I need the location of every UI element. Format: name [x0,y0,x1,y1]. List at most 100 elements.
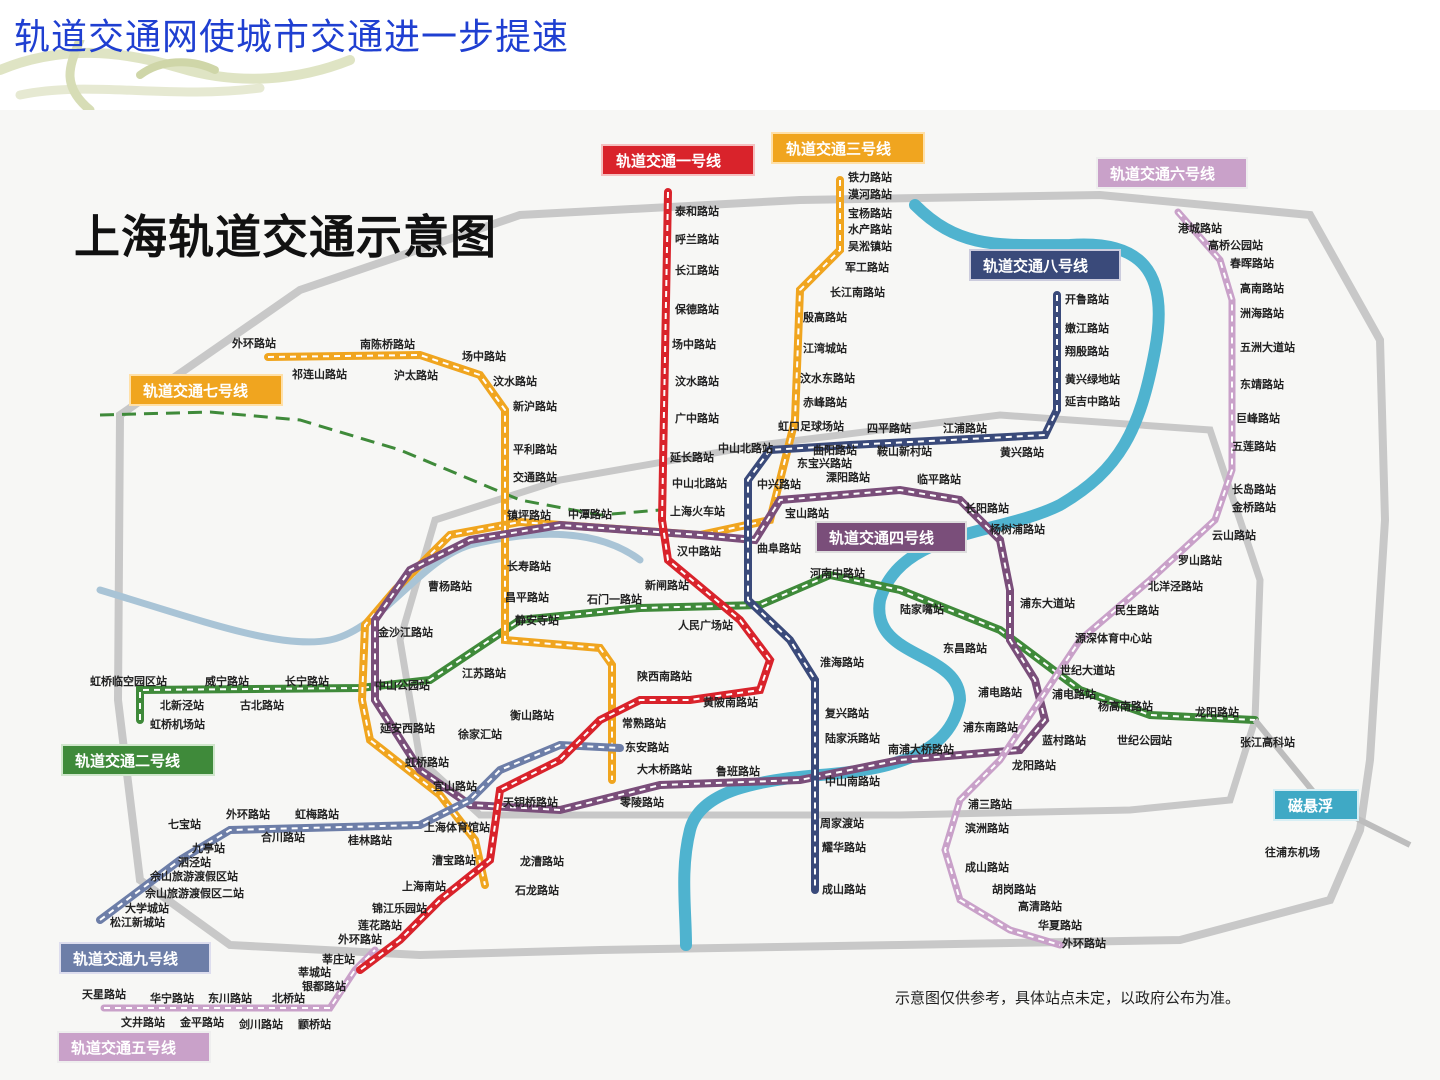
svg-text:轨道交通五号线: 轨道交通五号线 [71,1039,176,1057]
line-7-track [267,353,613,780]
station-label: 虹桥机场站 [150,717,205,731]
station-label: 北洋泾路站 [1148,579,1203,593]
station-label: 延安西路站 [379,721,435,735]
station-label: 龙阳路站 [1011,758,1056,772]
station-label: 新沪路站 [513,399,557,413]
station-label: 金沙江路站 [377,625,433,639]
station-label: 交通路站 [513,470,557,484]
station-label: 华宁路站 [150,991,194,1005]
label-maglev: 磁悬浮 [1273,789,1359,821]
label-line-2: 轨道交通二号线 [61,744,215,776]
station-label: 港城路站 [1178,221,1222,235]
station-label: 天钥桥路站 [503,795,558,809]
station-label: 龙漕路站 [519,854,564,868]
disclaimer-note: 示意图仅供参考，具体站点未定，以政府公布为准。 [895,989,1240,1007]
station-label: 漕宝路站 [432,853,476,867]
station-label: 古北路站 [240,698,284,712]
label-line-8: 轨道交通八号线 [969,249,1121,281]
station-label: 东川路站 [208,991,252,1005]
station-label: 东昌路站 [943,641,987,655]
station-label: 文井路站 [121,1015,165,1029]
station-label: 保德路站 [674,302,719,316]
station-label: 威宁路站 [205,674,249,688]
station-label: 汶水路站 [493,374,537,388]
station-label: 东安路站 [625,740,669,754]
station-label: 军工路站 [845,260,889,274]
station-label: 成山路站 [822,882,866,896]
station-label: 虹桥路站 [405,755,449,769]
line-9-track [99,743,621,921]
station-label: 虹口足球场站 [778,419,844,433]
station-label: 长江南路站 [830,285,885,299]
line-1-track [359,191,772,971]
station-label: 常熟路站 [622,716,666,730]
station-label: 世纪公园站 [1117,733,1172,747]
station-label: 金桥路站 [1231,500,1276,514]
station-label: 浦电路站 [978,685,1022,699]
station-label: 长寿路站 [507,559,551,573]
map-title: 上海轨道交通示意图 [74,210,497,264]
station-label: 虹梅路站 [295,807,339,821]
station-label: 上海体育馆站 [424,820,490,834]
station-label: 陕西南路站 [637,669,692,683]
station-label: 浦三路站 [968,797,1012,811]
station-label: 胡岗路站 [992,882,1036,896]
station-label: 黄陂南路站 [703,695,758,709]
station-label: 巨峰路站 [1236,411,1280,425]
station-label: 曹杨路站 [428,579,472,593]
station-label: 宝杨路站 [848,206,892,220]
station-label: 杨树浦路站 [990,522,1045,536]
station-label: 鞍山新村站 [877,444,932,458]
station-label: 东靖路站 [1240,377,1284,391]
station-label: 桂林路站 [347,833,392,847]
station-label: 耀华路站 [822,840,866,854]
station-label: 大学城站 [125,901,169,915]
station-label: 高清路站 [1018,899,1062,913]
station-label: 东宝兴路站 [797,456,852,470]
svg-text:磁悬浮: 磁悬浮 [1288,797,1333,815]
station-label: 松江新城站 [110,915,165,929]
label-line-5: 轨道交通五号线 [57,1031,211,1063]
station-label: 浦东南路站 [963,720,1018,734]
station-label: 长阳路站 [965,501,1009,515]
station-label: 泰和路站 [674,204,719,218]
station-label: 罗山路站 [1178,553,1222,567]
station-label: 静安寺站 [515,613,559,627]
station-label: 南浦大桥路站 [888,742,954,756]
station-label: 颛桥站 [298,1017,331,1031]
station-label: 徐家汇站 [457,727,502,741]
station-label: 沪太路站 [394,368,438,382]
station-label: 成山路站 [965,860,1009,874]
station-label: 龙阳路站 [1194,705,1239,719]
station-label: 长江路站 [675,263,719,277]
line-7 [264,350,616,784]
station-label: 虹桥临空园区站 [90,674,167,688]
station-label: 嫩江路站 [1065,321,1109,335]
station-label: 中兴路站 [757,477,801,491]
station-label: 中山公园站 [375,678,430,692]
station-label: 鲁班路站 [716,764,760,778]
station-label: 临平路站 [917,472,961,486]
label-line-1: 轨道交通一号线 [601,144,755,176]
station-label: 江浦路站 [943,421,987,435]
station-label: 赤峰路站 [803,395,847,409]
station-label: 春晖路站 [1230,256,1274,270]
station-label: 衡山路站 [510,708,554,722]
station-label: 场中路站 [672,337,716,351]
station-label: 黄兴绿地站 [1065,372,1120,386]
station-label: 北桥站 [272,991,305,1005]
station-labels: 泰和路站 呼兰路站 长江路站 保德路站 场中路站 汶水路站 广中路站 延长路站 … [82,170,1320,1031]
label-line-4: 轨道交通四号线 [815,521,967,553]
station-label: 佘山旅游渡假区站 [149,869,238,883]
station-label: 曲阜路站 [757,541,801,555]
station-label: 黄兴路站 [1000,445,1044,459]
station-label: 往浦东机场 [1265,845,1320,859]
station-label: 杨高南路站 [1098,699,1153,713]
line-7-planned [99,410,661,517]
suzhou-creek [96,530,644,646]
station-label: 五洲大道站 [1240,340,1295,354]
station-label: 中山北路站 [718,441,773,455]
station-label: 高桥公园站 [1208,238,1263,252]
station-label: 镇坪路站 [507,508,551,522]
ring-road-outer [113,190,1390,960]
